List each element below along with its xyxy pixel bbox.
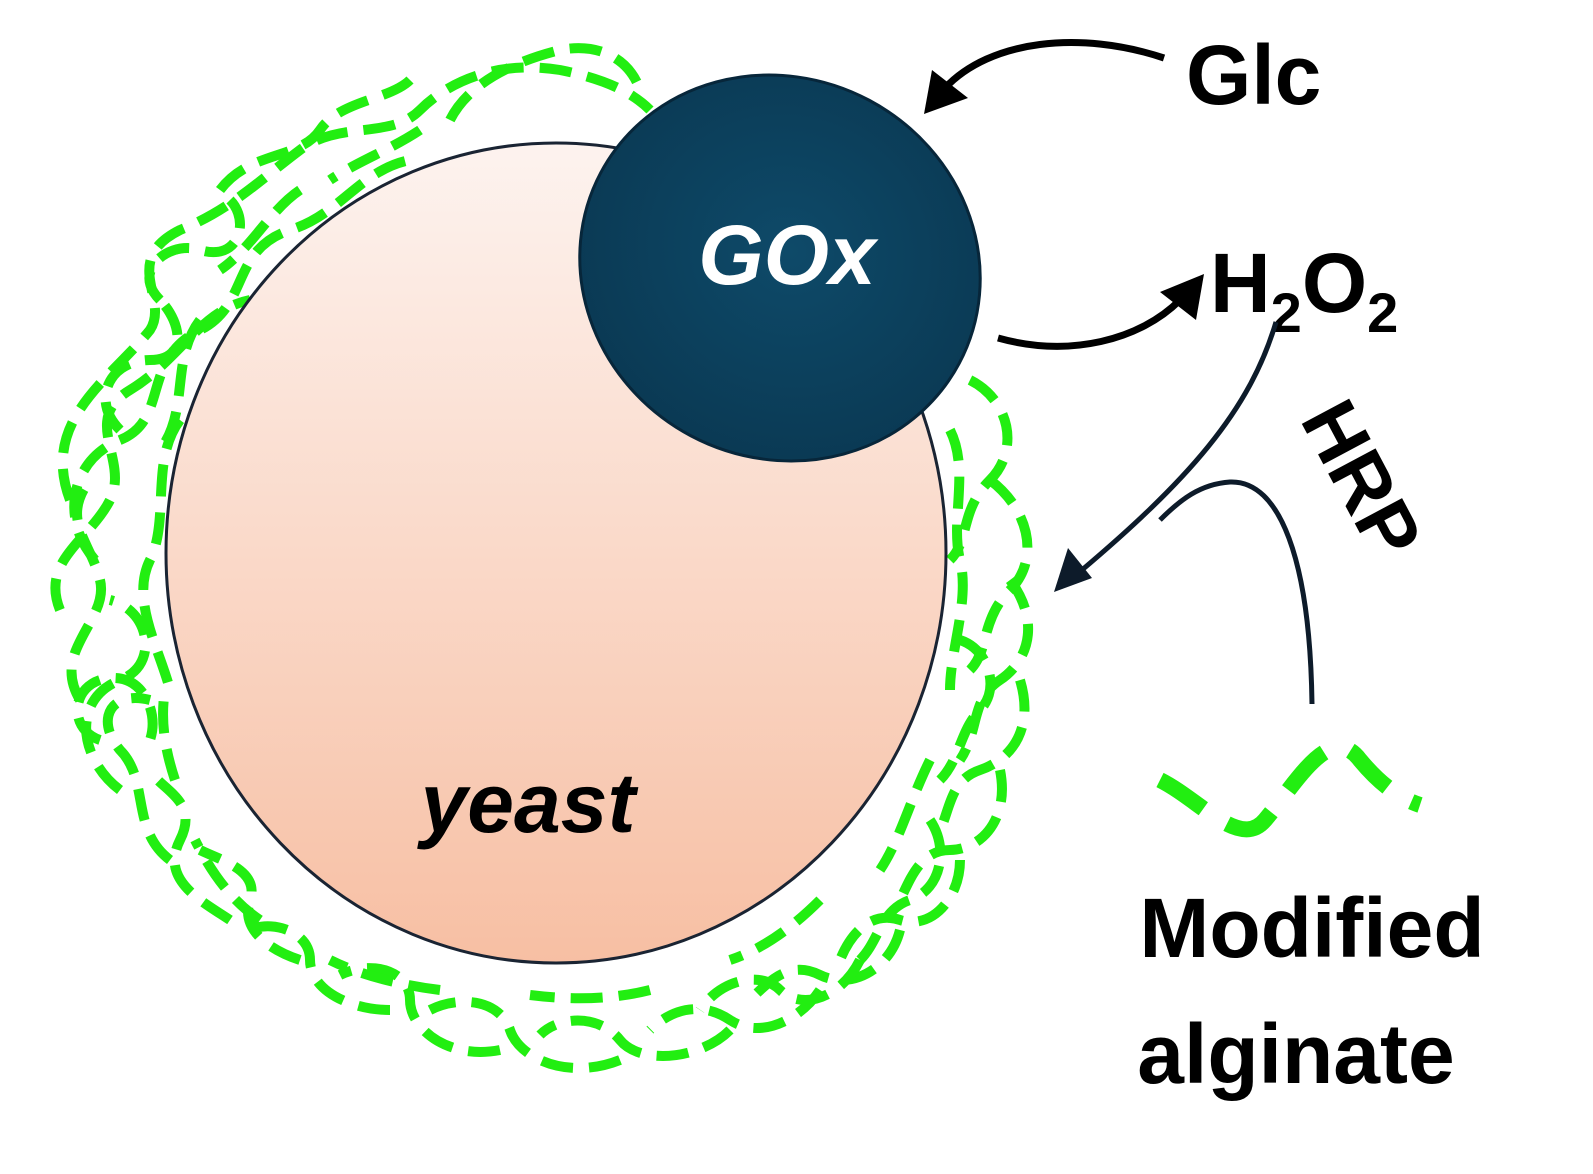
h2o2-o: O xyxy=(1302,236,1367,330)
h2o2-arrowhead xyxy=(1160,274,1204,320)
hrp-arrowhead xyxy=(1054,548,1092,592)
modified-alginate-line2: alginate xyxy=(1137,1007,1454,1101)
gox-enzyme xyxy=(578,73,982,463)
modified-alginate-line1: Modified xyxy=(1139,881,1484,975)
gox-label: GOx xyxy=(698,208,879,302)
yeast-label: yeast xyxy=(417,756,639,850)
hrp-arrow xyxy=(1068,321,1315,705)
h2o2-h: H xyxy=(1210,236,1271,330)
hrp-label: HRP xyxy=(1284,386,1439,573)
svg-text:H2O2: H2O2 xyxy=(1210,236,1398,344)
h2o2-arrow xyxy=(997,274,1204,350)
alginate-coating-front xyxy=(138,125,968,1004)
h2o2-label: H2O2 xyxy=(1210,236,1398,344)
modified-alginate-strand-icon xyxy=(1156,739,1423,838)
glc-arrowhead xyxy=(924,70,968,114)
h2o2-subscript-1: 2 xyxy=(1271,281,1302,344)
glc-label: Glc xyxy=(1186,28,1321,122)
alginate-coating-back xyxy=(50,43,1034,1073)
h2o2-subscript-2: 2 xyxy=(1367,281,1398,344)
glc-arrow xyxy=(924,39,1166,114)
